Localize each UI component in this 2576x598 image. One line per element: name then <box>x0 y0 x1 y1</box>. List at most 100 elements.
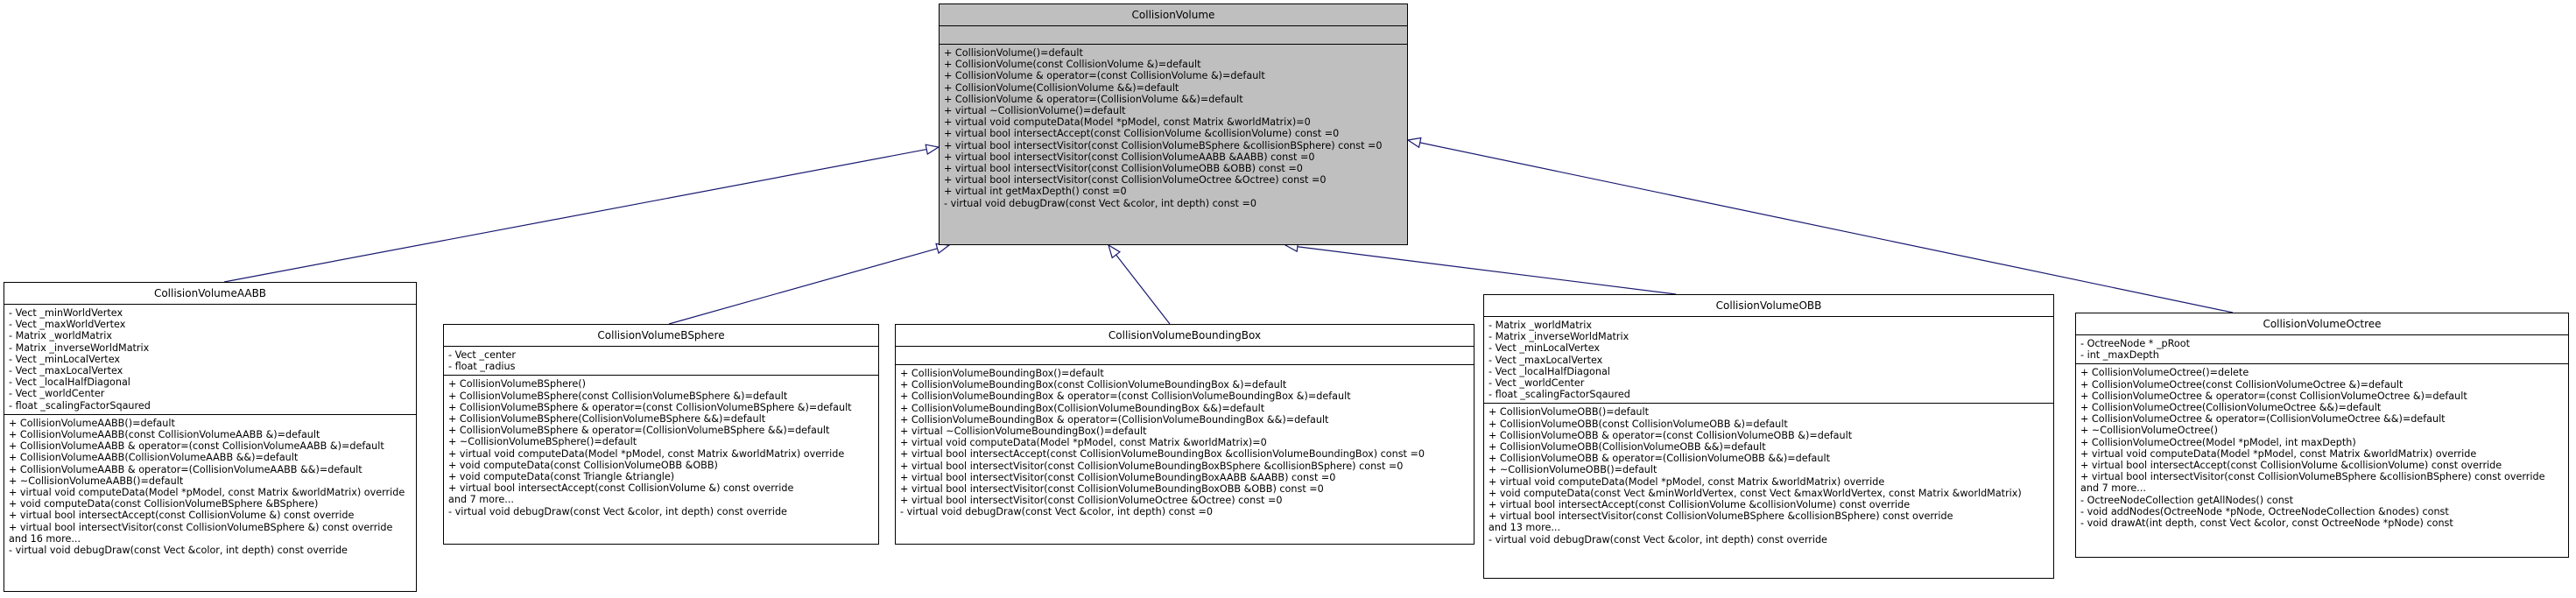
attribute-line: - Matrix _inverseWorldMatrix <box>9 341 150 354</box>
methods-section: + CollisionVolumeBoundingBox()=default+ … <box>896 364 1474 521</box>
method-line: - virtual void debugDraw(const Vect &col… <box>448 505 787 517</box>
method-line: + virtual bool intersectVisitor(const Co… <box>900 471 1336 483</box>
method-line: + CollisionVolumeOctree(CollisionVolumeO… <box>2080 402 2382 414</box>
method-line: + CollisionVolumeOBB & operator=(const C… <box>1489 429 1853 441</box>
method-line: + virtual bool intersectVisitor(const Co… <box>2080 471 2545 483</box>
inheritance-arrowhead <box>935 243 951 255</box>
method-line: + virtual void computeData(Model *pModel… <box>448 447 845 460</box>
method-line: + virtual bool intersectVisitor(const Co… <box>900 460 1404 472</box>
method-line: + CollisionVolumeAABB()=default <box>9 417 175 429</box>
attribute-line: - Vect _maxWorldVertex <box>9 319 126 331</box>
method-line: + CollisionVolumeBoundingBox(const Colli… <box>900 379 1287 391</box>
method-line: + CollisionVolumeBSphere(CollisionVolume… <box>448 413 766 426</box>
class-name: CollisionVolumeAABB <box>153 287 267 299</box>
method-line: - OctreeNodeCollection getAllNodes() con… <box>2080 494 2294 506</box>
class-box-collision-volume[interactable]: CollisionVolume+ CollisionVolume()=defau… <box>939 4 1408 245</box>
method-line: + void computeData(const CollisionVolume… <box>448 459 718 471</box>
inheritance-edge <box>668 248 938 325</box>
method-line: + CollisionVolumeOctree & operator=(Coll… <box>2080 413 2446 426</box>
method-line: + virtual bool intersectAccept(const Col… <box>9 510 355 522</box>
method-line: and 7 more... <box>448 494 514 506</box>
attribute-line: - Matrix _worldMatrix <box>1489 320 1592 331</box>
method-line: + CollisionVolumeOctree(Model *pModel, i… <box>2080 436 2356 448</box>
methods-section: + CollisionVolumeOctree()=delete+ Collis… <box>2076 363 2568 531</box>
method-line: - virtual void debugDraw(const Vect &col… <box>944 197 1256 209</box>
attribute-line: - int _maxDepth <box>2080 349 2159 362</box>
method-line: + CollisionVolumeOBB()=default <box>1489 406 1650 419</box>
method-line: + virtual ~CollisionVolumeBoundingBox()=… <box>900 426 1147 438</box>
method-line: + virtual void computeData(Model *pModel… <box>1489 475 1885 488</box>
attribute-line: - Matrix _inverseWorldMatrix <box>1489 331 1629 343</box>
method-line: + CollisionVolume()=default <box>944 47 1083 59</box>
methods-section: + CollisionVolumeOBB()=default + Collisio… <box>1484 403 2053 547</box>
class-box-collision-volume-bounding-box[interactable]: CollisionVolumeBoundingBox+ CollisionVol… <box>895 324 1475 545</box>
method-line: + CollisionVolumeBoundingBox & operator=… <box>900 390 1351 403</box>
method-line: + CollisionVolumeOBB(CollisionVolumeOBB … <box>1489 441 1766 454</box>
method-line: + virtual ~CollisionVolume()=default <box>944 105 1126 117</box>
method-line: + virtual bool intersectVisitor(const Co… <box>944 151 1315 163</box>
method-line: + virtual bool intersectVisitor(const Co… <box>944 139 1383 151</box>
method-line: and 7 more... <box>2080 482 2146 495</box>
attribute-line: - Vect _localHalfDiagonal <box>1489 365 1610 377</box>
attribute-line: - Vect _center <box>448 349 516 361</box>
method-line: + virtual bool intersectVisitor(const Co… <box>944 174 1327 186</box>
inheritance-edge <box>223 149 927 283</box>
method-line: + CollisionVolumeAABB(CollisionVolumeAAB… <box>9 452 299 464</box>
method-line: + virtual int getMaxDepth() const =0 <box>944 186 1127 198</box>
method-line: + CollisionVolumeBoundingBox & operator=… <box>900 413 1329 426</box>
attribute-line: - Matrix _worldMatrix <box>9 330 112 342</box>
methods-section: + CollisionVolume()=default+ CollisionVo… <box>940 44 1407 212</box>
method-line: + virtual void computeData(Model *pModel… <box>2080 447 2477 460</box>
method-line: + CollisionVolume & operator=(CollisionV… <box>944 93 1243 105</box>
inheritance-edge <box>1419 142 2234 313</box>
class-box-collision-volume-octree[interactable]: CollisionVolumeOctree- OctreeNode * _pRo… <box>2075 313 2569 558</box>
attribute-line: - Vect _minLocalVertex <box>1489 342 1600 355</box>
method-line: - virtual void debugDraw(const Vect &col… <box>9 545 348 557</box>
method-line: + virtual bool intersectAccept(const Col… <box>900 448 1425 461</box>
class-box-collision-volume-obb[interactable]: CollisionVolumeOBB- Matrix _worldMatrix-… <box>1483 294 2054 579</box>
method-line: + CollisionVolumeAABB(const CollisionVol… <box>9 429 320 441</box>
method-line: + CollisionVolumeBSphere & operator=(Col… <box>448 425 830 437</box>
method-line: + virtual bool intersectAccept(const Col… <box>448 482 794 495</box>
method-line: + CollisionVolume(CollisionVolume &&)=de… <box>944 81 1179 94</box>
method-line: + virtual void computeData(Model *pModel… <box>900 437 1267 449</box>
method-line: + CollisionVolumeBoundingBox(CollisionVo… <box>900 402 1265 414</box>
method-line: + virtual bool intersectVisitor(const Co… <box>944 163 1303 175</box>
method-line: + CollisionVolumeBSphere & operator=(con… <box>448 401 852 413</box>
class-name: CollisionVolumeBSphere <box>597 329 725 341</box>
method-line: - void drawAt(int depth, const Vect &col… <box>2080 517 2453 530</box>
method-line: + void computeData(const CollisionVolume… <box>9 498 319 510</box>
method-line: + virtual void computeData(Model *pModel… <box>9 487 405 499</box>
attribute-line: - Vect _minWorldVertex <box>9 307 123 319</box>
method-line: + CollisionVolumeOctree(const CollisionV… <box>2080 378 2404 390</box>
method-line: + ~CollisionVolumeBSphere()=default <box>448 436 637 448</box>
inheritance-edge <box>1297 246 1677 295</box>
methods-section: + CollisionVolumeBSphere() + CollisionVol… <box>444 375 878 519</box>
method-line: + CollisionVolume(const CollisionVolume … <box>944 59 1201 71</box>
inheritance-arrowhead <box>1406 137 1422 149</box>
method-line: + virtual void computeData(Model *pModel… <box>944 116 1311 129</box>
method-line: + void computeData(const Triangle &trian… <box>448 471 675 483</box>
method-line: + virtual bool intersectVisitor(const Co… <box>1489 510 1953 523</box>
class-name: CollisionVolumeOBB <box>1715 299 1822 312</box>
method-line: - virtual void debugDraw(const Vect &col… <box>1489 533 1827 545</box>
class-box-collision-volume-bsphere[interactable]: CollisionVolumeBSphere- Vect _center- fl… <box>443 324 879 545</box>
attribute-line: - float _scalingFactorSqaured <box>1489 389 1630 401</box>
attributes-section: - OctreeNode * _pRoot- int _maxDepth <box>2076 334 2568 363</box>
method-line: + void computeData(const Vect &minWorldV… <box>1489 487 2022 499</box>
attribute-line: - OctreeNode * _pRoot <box>2080 338 2191 349</box>
attribute-line: - Vect _maxLocalVertex <box>9 365 123 377</box>
class-box-collision-volume-aabb[interactable]: CollisionVolumeAABB - Vect _minWorldVerte… <box>4 282 417 592</box>
method-line: + CollisionVolumeOBB & operator=(Collisi… <box>1489 453 1830 465</box>
method-line: + virtual bool intersectVisitor(const Co… <box>900 483 1324 496</box>
method-line: + CollisionVolumeBSphere() <box>448 378 587 390</box>
method-line: + CollisionVolumeAABB & operator=(Collis… <box>9 463 362 475</box>
attributes-section: - Vect _minWorldVertex- Vect _maxWorldVe… <box>4 304 416 414</box>
method-line: + ~CollisionVolumeOctree() <box>2080 425 2218 437</box>
method-line: and 16 more... <box>9 532 81 545</box>
attribute-line: - Vect _localHalfDiagonal <box>9 376 130 389</box>
method-line: + CollisionVolumeAABB & operator=(const … <box>9 440 384 453</box>
method-line: + CollisionVolumeBoundingBox()=default <box>900 368 1104 379</box>
method-line: + virtual bool intersectVisitor(const Co… <box>9 521 393 533</box>
method-line: + virtual bool intersectAccept(const Col… <box>1489 499 1911 511</box>
